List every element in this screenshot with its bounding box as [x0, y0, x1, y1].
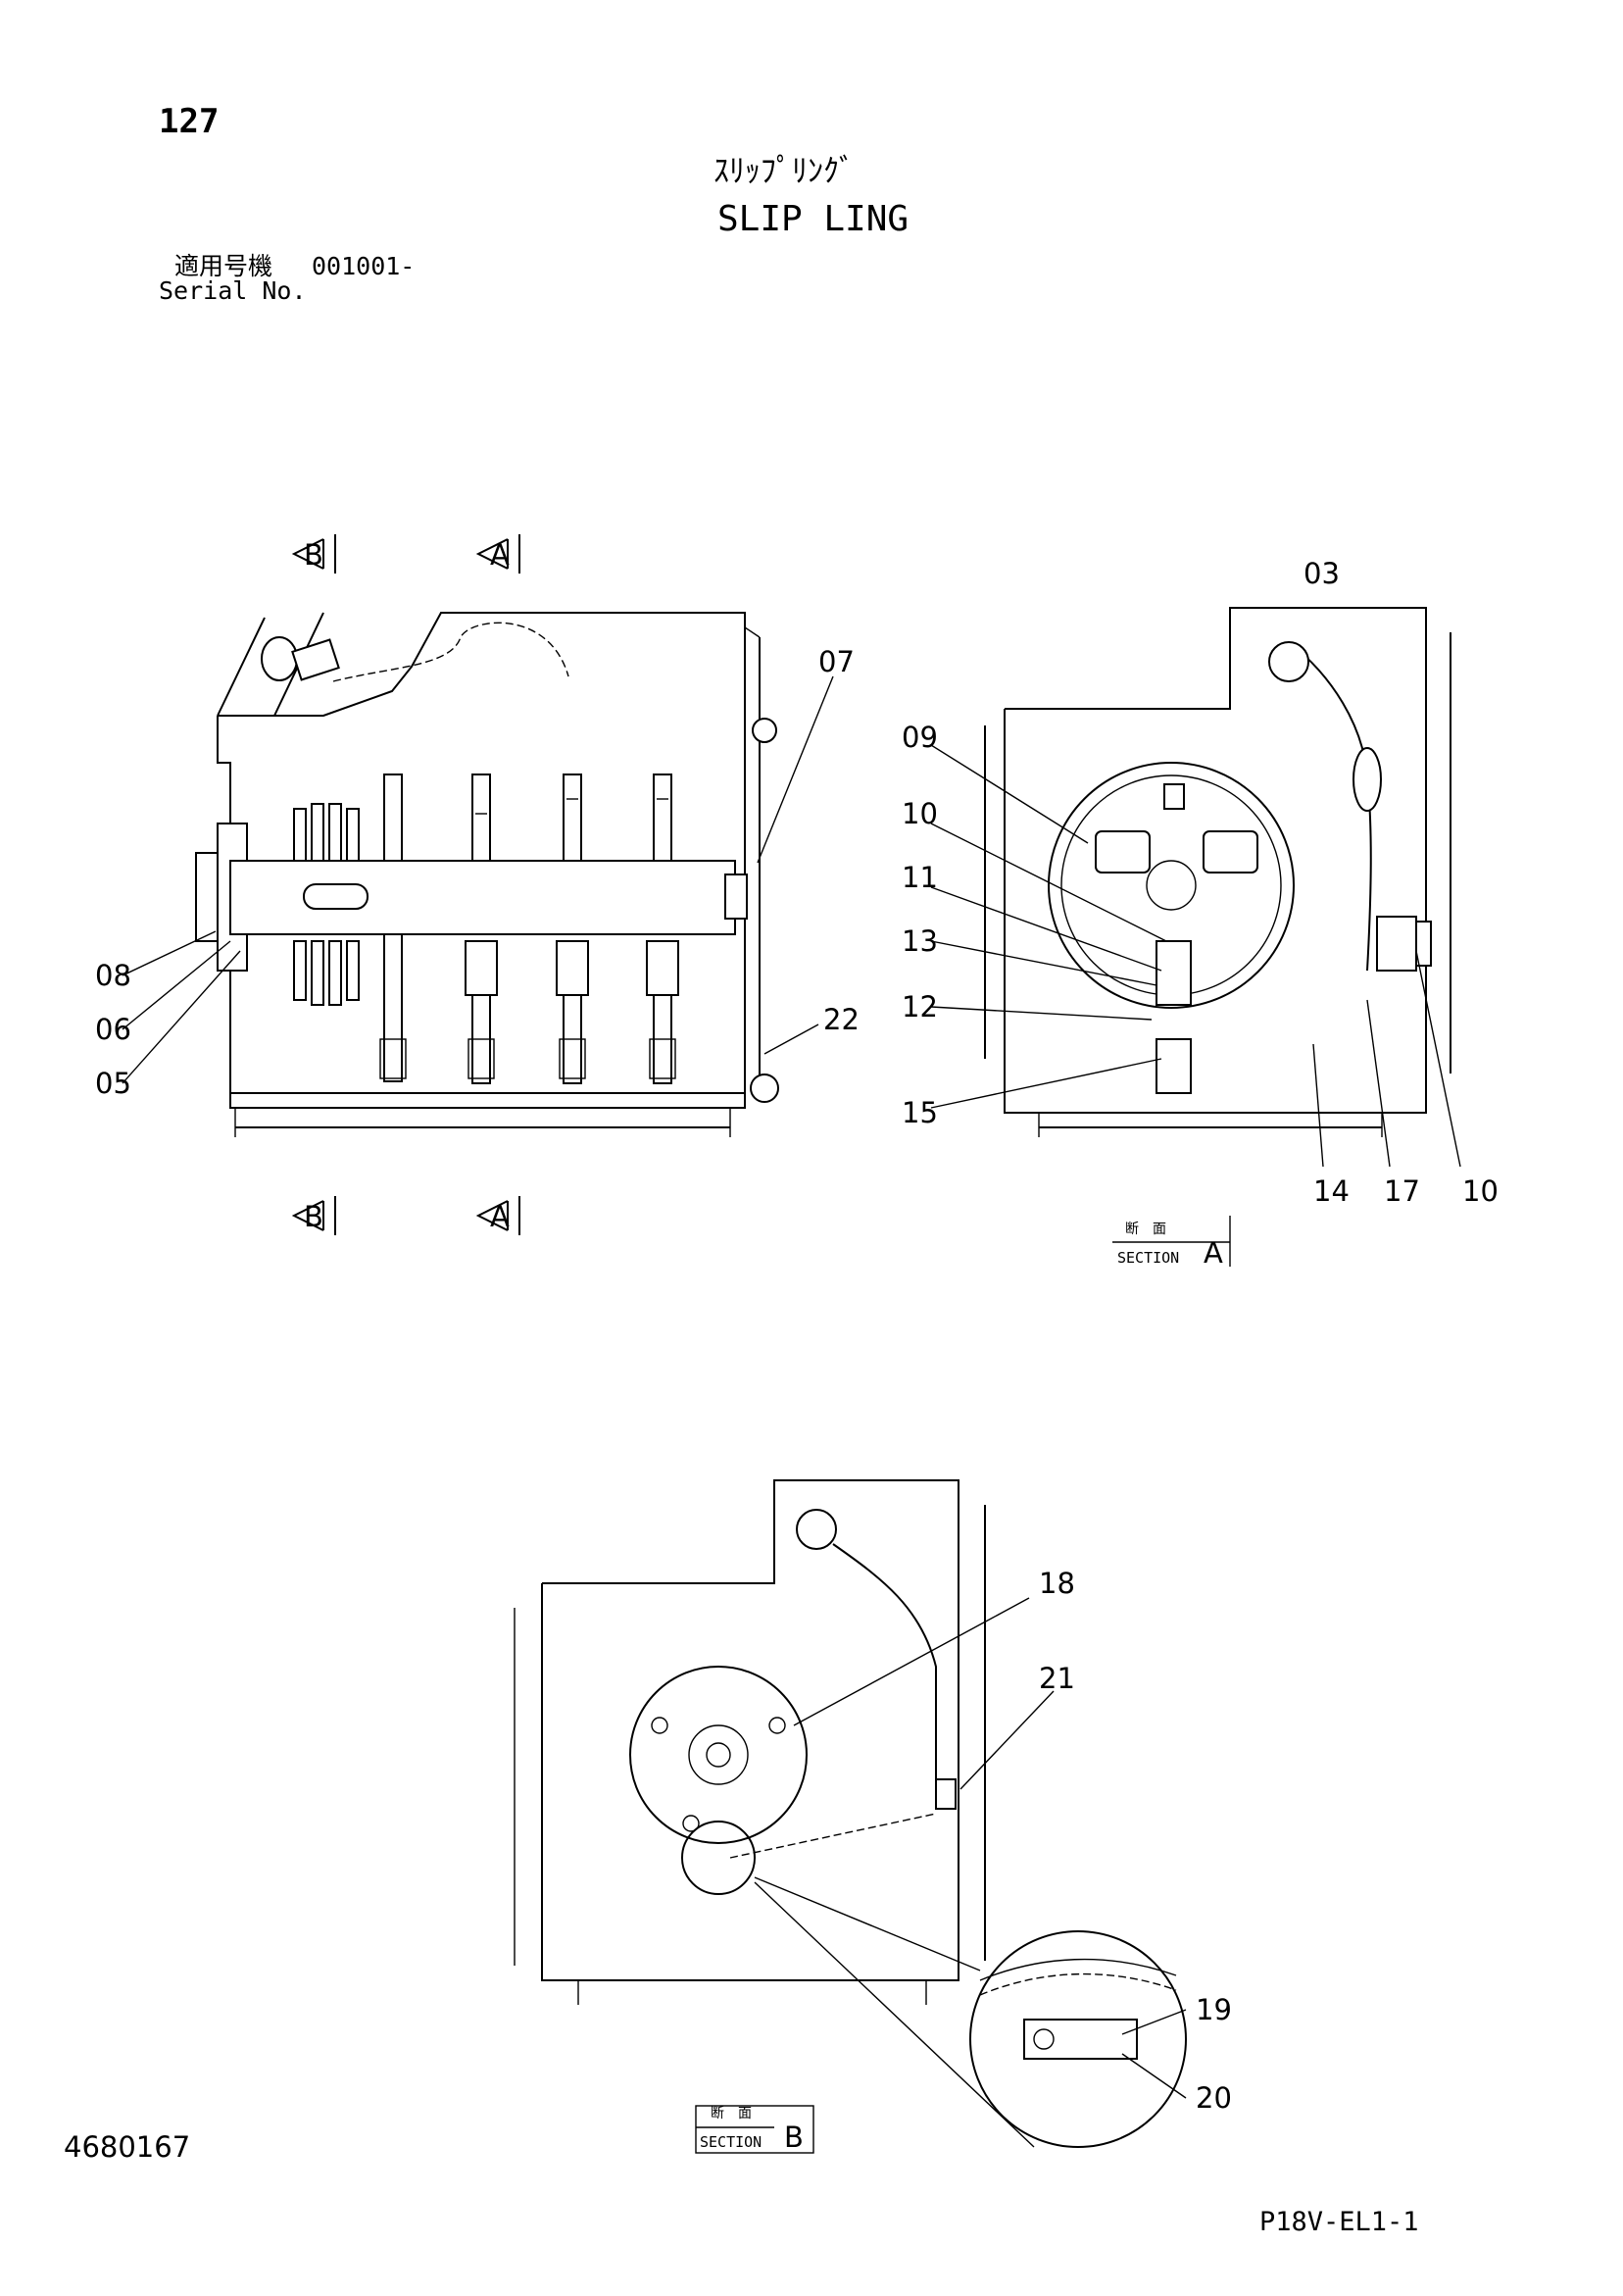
- section-a-label-en: SECTION: [1117, 1249, 1179, 1267]
- part-callouts: 03 05 06 07 08 09 10 10 11 12 13 14 15 1…: [95, 557, 1499, 2115]
- drawing-number: 4680167: [64, 2130, 190, 2164]
- detail-view-circle: [969, 1930, 1187, 2148]
- cable-glands: [379, 1038, 676, 1079]
- callout-07[interactable]: 07: [818, 645, 855, 678]
- view-marker-a-letter: A: [490, 538, 510, 572]
- section-a-view: 断 面 SECTION A: [930, 607, 1461, 1270]
- slip-ring-disc-section-b: [629, 1666, 808, 1844]
- serial-label-english: Serial No.: [159, 276, 307, 305]
- title-english: SLIP LING: [717, 199, 909, 239]
- section-a-label: 断 面 SECTION A: [1112, 1216, 1231, 1270]
- callout-10-right[interactable]: 10: [1462, 1174, 1499, 1208]
- callout-20[interactable]: 20: [1196, 2081, 1232, 2115]
- view-marker-b-letter: B: [304, 538, 323, 572]
- view-marker-a-top: A: [475, 534, 520, 574]
- callout-06[interactable]: 06: [95, 1013, 131, 1046]
- view-marker-b-letter: B: [304, 1200, 323, 1233]
- serial-value: 001001-: [312, 252, 415, 280]
- connector-plug: [261, 636, 298, 681]
- callout-17[interactable]: 17: [1384, 1174, 1420, 1208]
- callout-08[interactable]: 08: [95, 959, 131, 992]
- view-marker-a-letter: A: [490, 1200, 510, 1233]
- callout-11[interactable]: 11: [902, 861, 938, 894]
- page-number: 127: [159, 102, 219, 141]
- terminal-posts-upper: [383, 774, 672, 862]
- callout-05[interactable]: 05: [95, 1067, 131, 1100]
- callout-18[interactable]: 18: [1039, 1567, 1075, 1600]
- callout-13[interactable]: 13: [902, 924, 938, 958]
- page-code: P18V-EL1-1: [1259, 2207, 1419, 2237]
- side-view: B A B A: [122, 534, 834, 1235]
- title-japanese: ｽﾘｯﾌﾟﾘﾝｸﾞ: [713, 152, 855, 189]
- terminal-posts-lower: [383, 933, 679, 1084]
- callout-10-left[interactable]: 10: [902, 797, 938, 830]
- callout-19[interactable]: 19: [1196, 1993, 1232, 2026]
- section-b-label-jp: 断 面: [711, 2106, 752, 2121]
- section-b-label-en: SECTION: [700, 2133, 762, 2151]
- section-a-label-jp: 断 面: [1125, 1222, 1166, 1237]
- view-marker-b-top: B: [291, 534, 336, 574]
- view-marker-a-bottom: A: [475, 1196, 520, 1235]
- section-b-label: 断 面 SECTION B: [695, 2105, 814, 2154]
- callout-09[interactable]: 09: [902, 721, 938, 754]
- callout-12[interactable]: 12: [902, 990, 938, 1023]
- section-a-letter: A: [1204, 1236, 1223, 1270]
- section-b-letter: B: [784, 2121, 804, 2154]
- callout-15[interactable]: 15: [902, 1096, 938, 1129]
- callout-14[interactable]: 14: [1313, 1174, 1350, 1208]
- callout-03[interactable]: 03: [1303, 557, 1340, 590]
- view-marker-b-bottom: B: [291, 1196, 336, 1235]
- section-b-view: 断 面 SECTION B: [514, 1479, 1187, 2154]
- slip-ring-disc: [1048, 762, 1295, 1009]
- serial-label-japanese: 適用号機: [174, 252, 272, 280]
- callout-21[interactable]: 21: [1039, 1662, 1075, 1695]
- callout-22[interactable]: 22: [823, 1003, 860, 1036]
